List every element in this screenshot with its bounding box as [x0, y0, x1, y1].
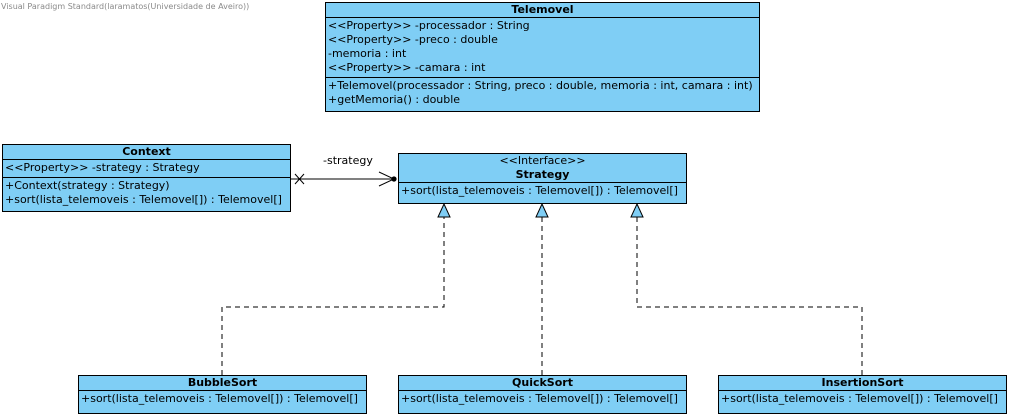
- operation: +sort(lista_telemoveis : Telemovel[]) : …: [81, 392, 358, 405]
- association-role-label: -strategy: [323, 154, 373, 167]
- attribute: <<Property>> -preco : double: [328, 33, 498, 46]
- operation: +getMemoria() : double: [328, 93, 461, 106]
- class-name: Strategy: [515, 168, 570, 181]
- class-name: Telemovel: [511, 3, 574, 16]
- operations-compartment: +sort(lista_telemoveis : Telemovel[]) : …: [79, 391, 366, 406]
- operations-compartment: +sort(lista_telemoveis : Telemovel[]) : …: [399, 183, 686, 198]
- operations-compartment: +Context(strategy : Strategy) +sort(list…: [3, 178, 290, 207]
- attribute: <<Property>> -camara : int: [328, 61, 486, 74]
- association-end-dot: [391, 176, 397, 182]
- operation: +sort(lista_telemoveis : Telemovel[]) : …: [401, 184, 678, 197]
- realization-insertionsort: [636, 217, 863, 375]
- realization-arrowhead-insertionsort: [630, 202, 644, 218]
- watermark-text: Visual Paradigm Standard(laramatos(Unive…: [1, 2, 250, 11]
- realization-bubblesort: [221, 217, 445, 375]
- operations-compartment: +sort(lista_telemoveis : Telemovel[]) : …: [719, 391, 1006, 406]
- class-bubblesort[interactable]: BubbleSort +sort(lista_telemoveis : Tele…: [78, 375, 367, 414]
- class-header: QuickSort: [399, 376, 686, 391]
- attribute: <<Property>> -processador : String: [328, 19, 530, 32]
- operations-compartment: +Telemovel(processador : String, preco :…: [326, 78, 759, 107]
- attribute: -memoria : int: [328, 47, 407, 60]
- class-name: QuickSort: [512, 376, 573, 389]
- class-header: Telemovel: [326, 3, 759, 18]
- attributes-compartment: <<Property>> -processador : String <<Pro…: [326, 18, 759, 78]
- attribute: <<Property>> -strategy : Strategy: [5, 161, 200, 174]
- class-name: BubbleSort: [187, 376, 258, 389]
- class-name: Context: [122, 145, 171, 158]
- realization-arrowhead-bubblesort: [437, 202, 451, 218]
- class-quicksort[interactable]: QuickSort +sort(lista_telemoveis : Telem…: [398, 375, 687, 414]
- class-context[interactable]: Context <<Property>> -strategy : Strateg…: [2, 144, 291, 212]
- operation: +sort(lista_telemoveis : Telemovel[]) : …: [721, 392, 998, 405]
- operations-compartment: +sort(lista_telemoveis : Telemovel[]) : …: [399, 391, 686, 406]
- class-header: BubbleSort: [79, 376, 366, 391]
- class-header: Context: [3, 145, 290, 160]
- operation: +sort(lista_telemoveis : Telemovel[]) : …: [401, 392, 678, 405]
- operation: +sort(lista_telemoveis : Telemovel[]) : …: [5, 193, 282, 206]
- realization-arrowhead-quicksort: [535, 202, 549, 218]
- operation: +Context(strategy : Strategy): [5, 179, 170, 192]
- stereotype-label: <<Interface>>: [499, 154, 586, 167]
- class-insertionsort[interactable]: InsertionSort +sort(lista_telemoveis : T…: [718, 375, 1007, 414]
- operation: +Telemovel(processador : String, preco :…: [328, 79, 753, 92]
- interface-strategy[interactable]: <<Interface>> Strategy +sort(lista_telem…: [398, 153, 687, 204]
- class-name: InsertionSort: [821, 376, 904, 389]
- class-header: InsertionSort: [719, 376, 1006, 391]
- attributes-compartment: <<Property>> -strategy : Strategy: [3, 160, 290, 178]
- class-header: <<Interface>> Strategy: [399, 154, 686, 183]
- class-telemovel[interactable]: Telemovel <<Property>> -processador : St…: [325, 2, 760, 112]
